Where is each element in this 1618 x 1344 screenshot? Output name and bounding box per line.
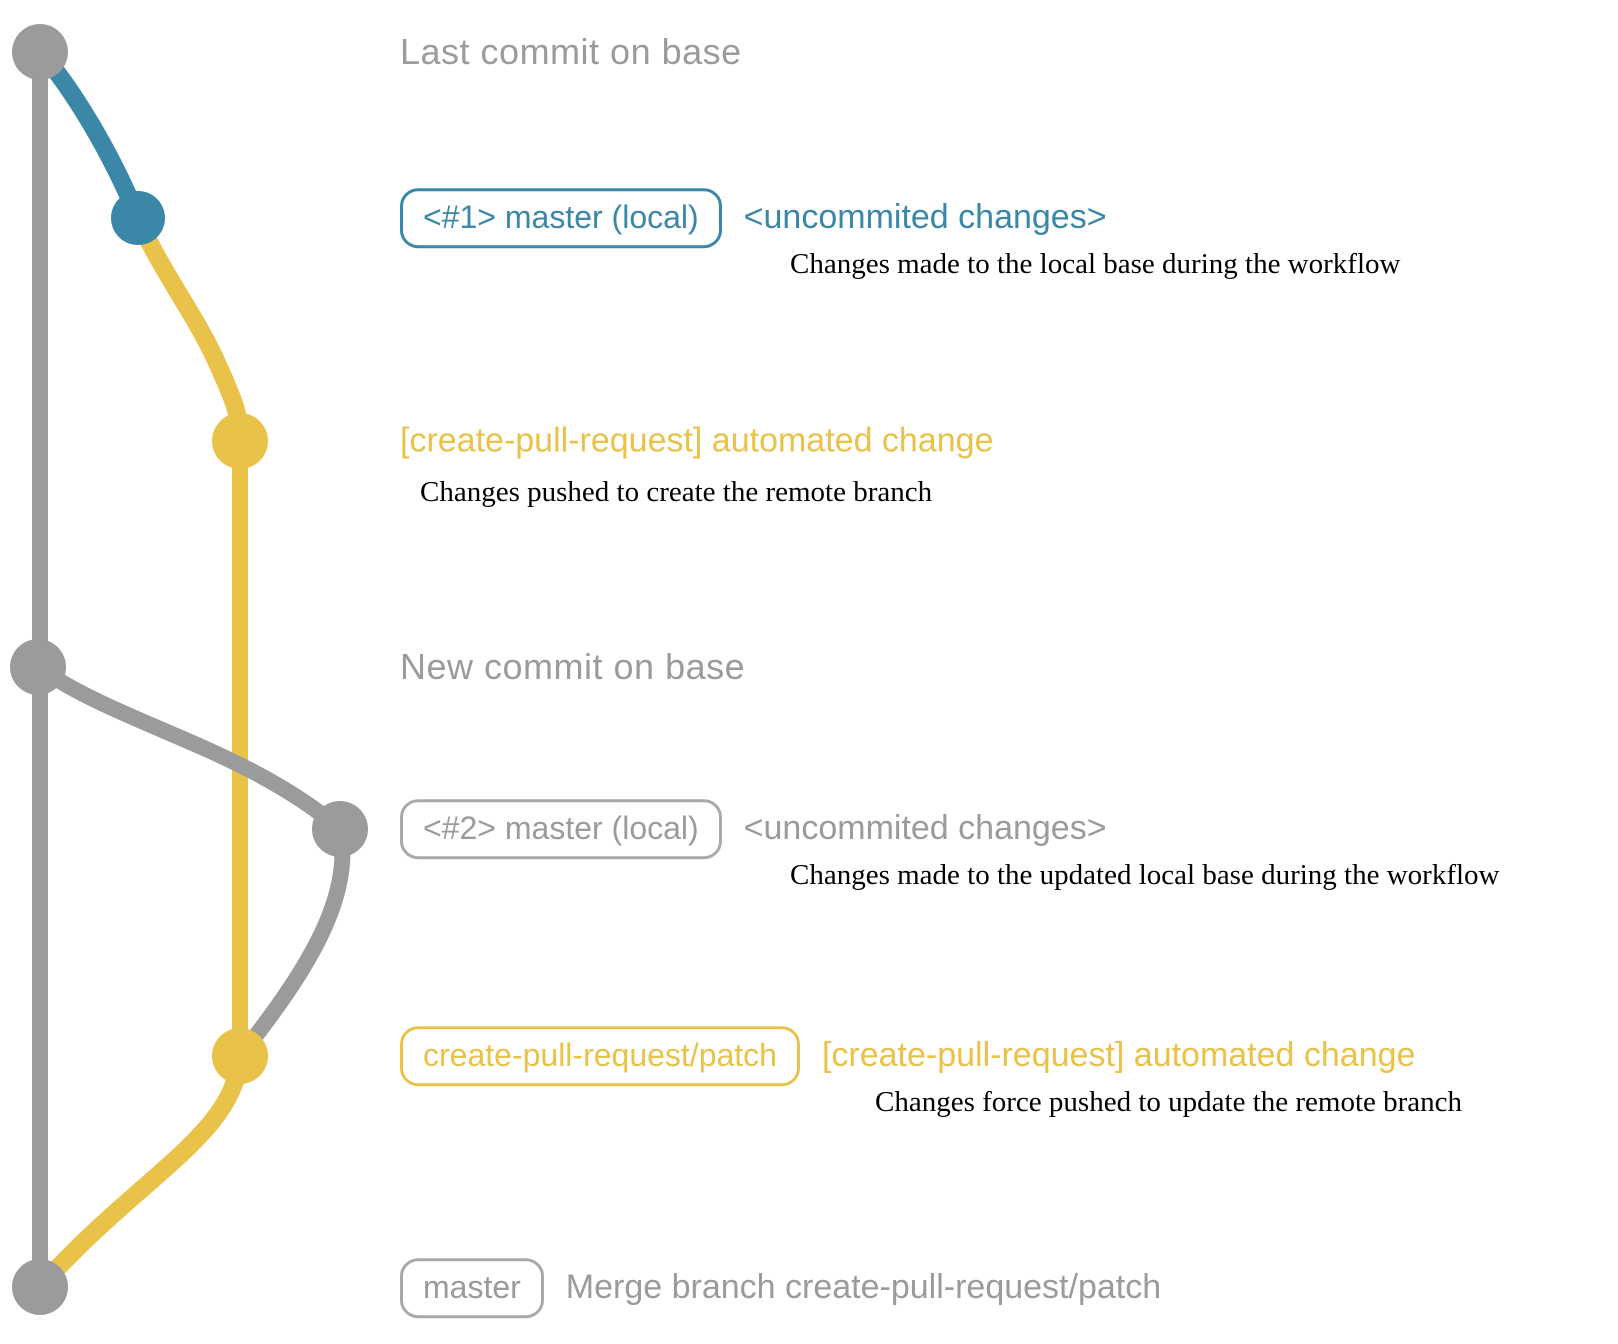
commit-node-merge-master [12, 1259, 68, 1315]
commit-node-local-1 [111, 191, 165, 245]
commit-description-automated-2: Changes force pushed to update the remot… [875, 1086, 1463, 1118]
commit-message-merge: Merge branch create-pull-request/patch [565, 1268, 1162, 1307]
patch-branch-curve-top [129, 209, 249, 450]
branch-badge-master: master [400, 1258, 544, 1318]
commit-message-automated-2: [create-pull-request] automated change [821, 1036, 1416, 1075]
commit-node-patch-2 [212, 1028, 268, 1084]
branch-badge-master-local-2: <#2> master (local) [400, 799, 722, 859]
commit-description-automated-1: Changes pushed to create the remote bran… [420, 476, 933, 508]
commit-description-uncommitted-1: Changes made to the local base during th… [790, 248, 1401, 280]
annotation-master-local-2: <#2> master (local) <uncommited changes> [400, 799, 1107, 859]
local-changes-branch-curve-1 [31, 43, 147, 227]
commit-node-local-2 [312, 801, 368, 857]
commit-graph [10, 24, 368, 1315]
commit-message-automated-1: [create-pull-request] automated change [400, 421, 994, 460]
annotation-last-commit-on-base: Last commit on base [400, 31, 742, 73]
branch-badge-master-local-1: <#1> master (local) [400, 188, 722, 248]
local-changes-branch-curve-2 [30, 659, 348, 837]
annotation-master-local-1: <#1> master (local) <uncommited changes> [400, 188, 1107, 248]
commit-description-uncommitted-2: Changes made to the updated local base d… [790, 859, 1500, 891]
annotation-merge-master: master Merge branch create-pull-request/… [400, 1258, 1161, 1318]
commit-message-uncommitted-2: <uncommited changes> [743, 809, 1107, 848]
commit-node-new-base [10, 639, 66, 695]
local-changes-to-patch-curve [232, 821, 351, 1064]
patch-merge-curve [31, 1047, 249, 1296]
annotation-new-commit-on-base: New commit on base [400, 646, 745, 688]
commit-heading: New commit on base [400, 646, 746, 687]
commit-heading: Last commit on base [400, 31, 742, 72]
branch-badge-create-pull-request-patch: create-pull-request/patch [400, 1026, 800, 1086]
annotation-automated-change-1: [create-pull-request] automated change [400, 422, 993, 461]
commit-node-patch-1 [212, 413, 268, 469]
commit-node-last-base [12, 24, 68, 80]
annotation-patch-branch: create-pull-request/patch [create-pull-r… [400, 1026, 1415, 1086]
commit-message-uncommitted-1: <uncommited changes> [743, 198, 1107, 237]
